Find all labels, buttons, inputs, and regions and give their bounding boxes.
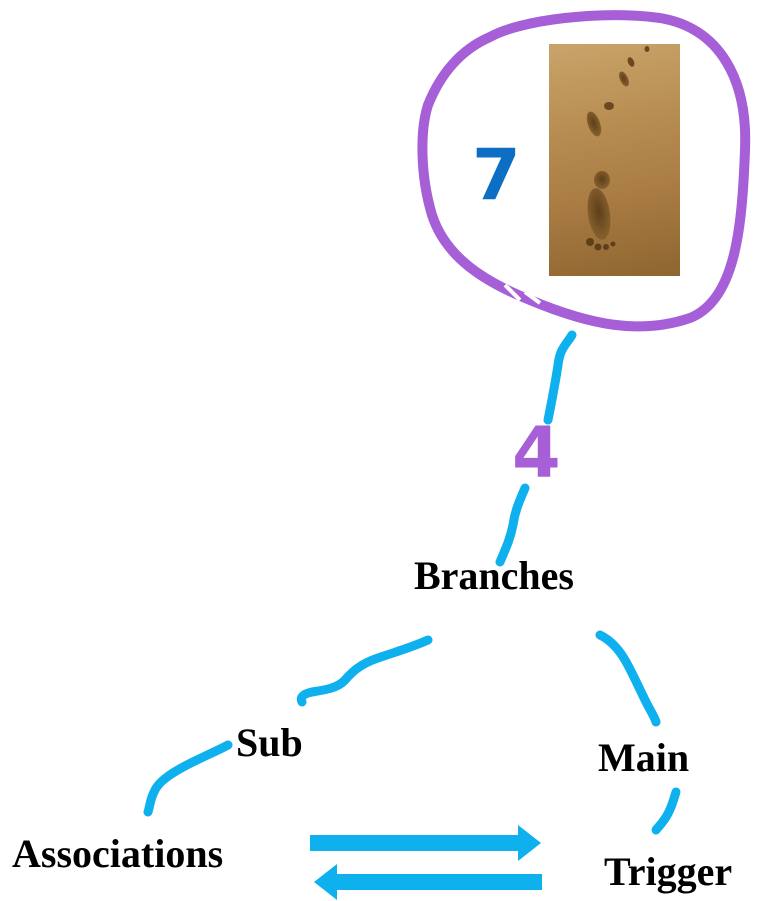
node-trigger: Trigger <box>604 849 733 894</box>
connector-branches-to-main <box>595 630 661 727</box>
number-four: 4 <box>512 412 561 494</box>
circle-gap-mark <box>503 283 542 305</box>
arrow-left <box>314 864 542 900</box>
node-branches: Branches <box>414 553 574 598</box>
node-sub: Sub <box>236 720 303 765</box>
arrow-right <box>310 825 541 861</box>
node-associations: Associations <box>12 831 224 876</box>
connector-main-to-trigger <box>651 787 681 835</box>
footprints-image <box>549 44 680 276</box>
connector-branches-to-sub <box>296 635 433 707</box>
connector-sub-to-associations <box>143 740 233 817</box>
highlight-circle <box>417 10 751 332</box>
node-main: Main <box>598 735 690 780</box>
connector-four-to-branches <box>495 483 530 567</box>
number-seven: 7 <box>472 134 521 216</box>
footprints-icon <box>586 46 650 251</box>
connector-circle-to-four <box>543 330 577 425</box>
